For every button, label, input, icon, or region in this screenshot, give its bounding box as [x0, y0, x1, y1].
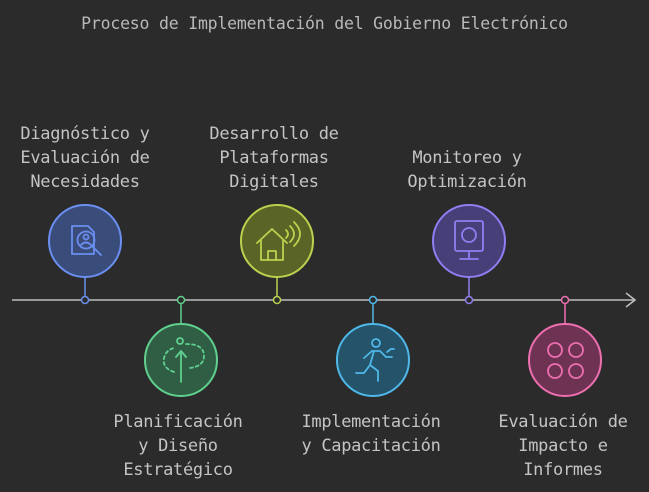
step-5-marker [432, 204, 506, 305]
smart-home-icon [256, 221, 301, 261]
diagram-title: Proceso de Implementación del Gobierno E… [81, 14, 568, 33]
step-5-label: Monitoreo y Optimización [407, 148, 527, 192]
step-1-label: Diagnóstico y Evaluación de Necesidades [20, 124, 150, 192]
step-4-marker [336, 295, 410, 397]
grid-circles-icon [547, 342, 584, 379]
monitor-icon [454, 220, 484, 260]
timeline-arrow-icon [625, 292, 637, 308]
step-2-marker [144, 295, 218, 397]
diagnosis-search-icon [71, 225, 102, 256]
running-person-icon [355, 338, 395, 382]
step-2-label: Planificación y Diseño Estratégico [113, 412, 243, 480]
step-3-label: Desarrollo de Plataformas Digitales [209, 124, 339, 192]
step-1-marker [48, 204, 122, 305]
step-4-label: Implementación y Capacitación [301, 412, 441, 456]
step-6-marker [528, 295, 602, 397]
strategy-path-icon [162, 337, 205, 383]
step-3-marker [240, 204, 314, 305]
step-6-label: Evaluación de Impacto e Informes [498, 412, 628, 480]
